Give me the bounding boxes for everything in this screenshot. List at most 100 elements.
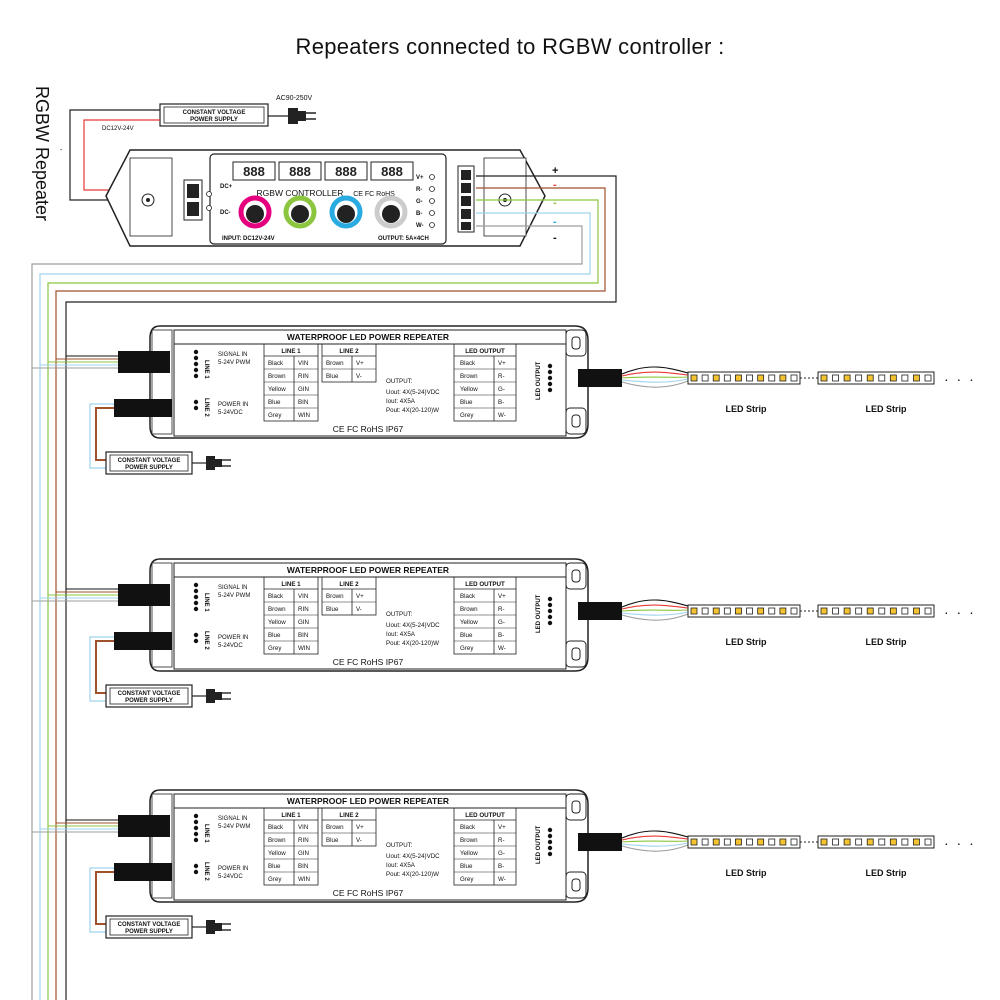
- terminal-label-w: W-: [416, 223, 424, 229]
- line2-wire-color: Blue: [326, 606, 339, 613]
- led-strip-label-1: LED Strip: [725, 637, 767, 647]
- line2-wire-color: Blue: [326, 373, 339, 380]
- svg-text:888: 888: [289, 164, 311, 179]
- led-output-wire-color: Black: [460, 593, 476, 600]
- line2-header: LINE 2: [339, 812, 359, 819]
- line1-wire-color: Grey: [268, 876, 282, 883]
- led-strip-label-2: LED Strip: [865, 404, 907, 414]
- led-output-header: LED OUTPUT: [465, 812, 505, 819]
- output-voltage: Uout: 4X(5-24)VDC: [386, 389, 440, 396]
- led-output-wire-signal: B-: [498, 399, 504, 406]
- terminal-label-vplus: V+: [416, 175, 424, 181]
- ac-plug-icon: [288, 108, 316, 124]
- line1-wire-color: Blue: [268, 632, 281, 639]
- output-power: Pout: 4X(20-120)W: [386, 871, 439, 878]
- led-output-wire-color: Brown: [460, 606, 478, 613]
- line1-wire-color: Black: [268, 593, 284, 600]
- repeater-supply-label-2: POWER SUPPLY: [125, 929, 173, 935]
- line1-wire-signal: BIN: [298, 632, 308, 639]
- power-in-label: POWER IN: [218, 402, 248, 408]
- power-in-label: POWER IN: [218, 866, 248, 872]
- led-output-wire-signal: R-: [498, 373, 505, 380]
- rgbw-controller: 888 888 888 888 RGBW CONTROLLER CE FC Ro…: [105, 149, 546, 247]
- line2-side-label: LINE 2: [203, 631, 209, 650]
- led-strip: [687, 371, 801, 385]
- repeater-supply-label-1: CONSTANT VOLTAGE: [118, 922, 181, 928]
- line2-wire-signal: V+: [356, 824, 364, 831]
- controller-supply-label-2: POWER SUPPLY: [190, 117, 238, 123]
- led-output-wire-color: Brown: [460, 837, 478, 844]
- led-output-wire-color: Grey: [460, 412, 474, 419]
- line1-wire-signal: BIN: [298, 863, 308, 870]
- signal-bus-wires: [31, 175, 617, 1000]
- repeater-supply-label-1: CONSTANT VOLTAGE: [118, 691, 181, 697]
- repeater-title: WATERPROOF LED POWER REPEATER: [287, 565, 449, 575]
- green-knob-icon: [283, 195, 317, 229]
- output-power: Pout: 4X(20-120)W: [386, 407, 439, 414]
- output-cable: [578, 833, 622, 851]
- led-strip-label-1: LED Strip: [725, 868, 767, 878]
- line1-side-label: LINE 1: [203, 593, 209, 612]
- signal-in-range: 5-24V PWM: [218, 360, 250, 366]
- line1-wire-signal: WIN: [298, 876, 310, 883]
- repeater-supply-label-1: CONSTANT VOLTAGE: [118, 458, 181, 464]
- white-knob-icon: [374, 195, 408, 229]
- continuation-ellipsis: · · ·: [944, 604, 976, 620]
- led-strip: [687, 835, 801, 849]
- output-minus-mark-g: -: [553, 197, 557, 209]
- output-label: OUTPUT:: [386, 842, 413, 849]
- line1-wire-color: Yellow: [268, 850, 286, 857]
- output-plus-mark: +: [552, 165, 558, 177]
- output-minus-mark-r: -: [553, 179, 557, 191]
- controller-power-supply: CONSTANT VOLTAGE POWER SUPPLY: [159, 103, 269, 127]
- led-display-4: 888: [370, 161, 414, 181]
- line1-wire-signal: WIN: [298, 412, 310, 419]
- line1-wire-color: Yellow: [268, 619, 286, 626]
- line1-cable: [118, 584, 170, 606]
- line2-side-label: LINE 2: [203, 862, 209, 881]
- line1-wire-signal: GIN: [298, 850, 309, 857]
- line2-wire-signal: V-: [356, 837, 362, 844]
- led-display-3: 888: [324, 161, 368, 181]
- line2-wire-color: Brown: [326, 824, 344, 831]
- ac-plug-icon: [206, 689, 231, 703]
- ac-plug-icon: [206, 920, 231, 934]
- led-strip-label-2: LED Strip: [865, 637, 907, 647]
- diagram-title: Repeaters connected to RGBW controller :: [296, 34, 725, 59]
- repeater-title: WATERPROOF LED POWER REPEATER: [287, 332, 449, 342]
- line1-wire-color: Brown: [268, 606, 286, 613]
- led-output-side-label: LED OUTPUT: [536, 361, 542, 400]
- ac-voltage-label: AC90-250V: [276, 95, 313, 102]
- led-output-wire-signal: V+: [498, 824, 506, 831]
- led-output-side-label: LED OUTPUT: [536, 825, 542, 864]
- line1-header: LINE 1: [281, 581, 301, 588]
- led-output-wire-signal: R-: [498, 606, 505, 613]
- line1-wire-color: Grey: [268, 645, 282, 652]
- line1-cable: [118, 351, 170, 373]
- repeater-supply-label-2: POWER SUPPLY: [125, 698, 173, 704]
- output-cable: [578, 602, 622, 620]
- led-output-wire-color: Grey: [460, 876, 474, 883]
- line2-wire-signal: V+: [356, 593, 364, 600]
- led-output-wire-signal: V+: [498, 593, 506, 600]
- svg-text:888: 888: [381, 164, 403, 179]
- line1-wire-signal: RIN: [298, 837, 309, 844]
- output-minus-mark-w: -: [553, 232, 557, 244]
- output-current: Iout: 4X5A: [386, 862, 416, 869]
- signal-in-label: SIGNAL IN: [218, 585, 247, 591]
- led-output-wire-color: Yellow: [460, 386, 478, 393]
- line1-cable: [118, 815, 170, 837]
- line2-wire-color: Brown: [326, 360, 344, 367]
- line1-wire-signal: WIN: [298, 645, 310, 652]
- line1-wire-color: Yellow: [268, 386, 286, 393]
- line1-wire-signal: RIN: [298, 373, 309, 380]
- repeater-marks: CE FC RoHS IP67: [333, 424, 404, 434]
- led-output-wire-signal: B-: [498, 632, 504, 639]
- led-display-1: 888: [232, 161, 276, 181]
- line1-wire-color: Blue: [268, 863, 281, 870]
- led-output-header: LED OUTPUT: [465, 348, 505, 355]
- line2-cable: [114, 632, 172, 650]
- line1-wire-signal: VIN: [298, 824, 308, 831]
